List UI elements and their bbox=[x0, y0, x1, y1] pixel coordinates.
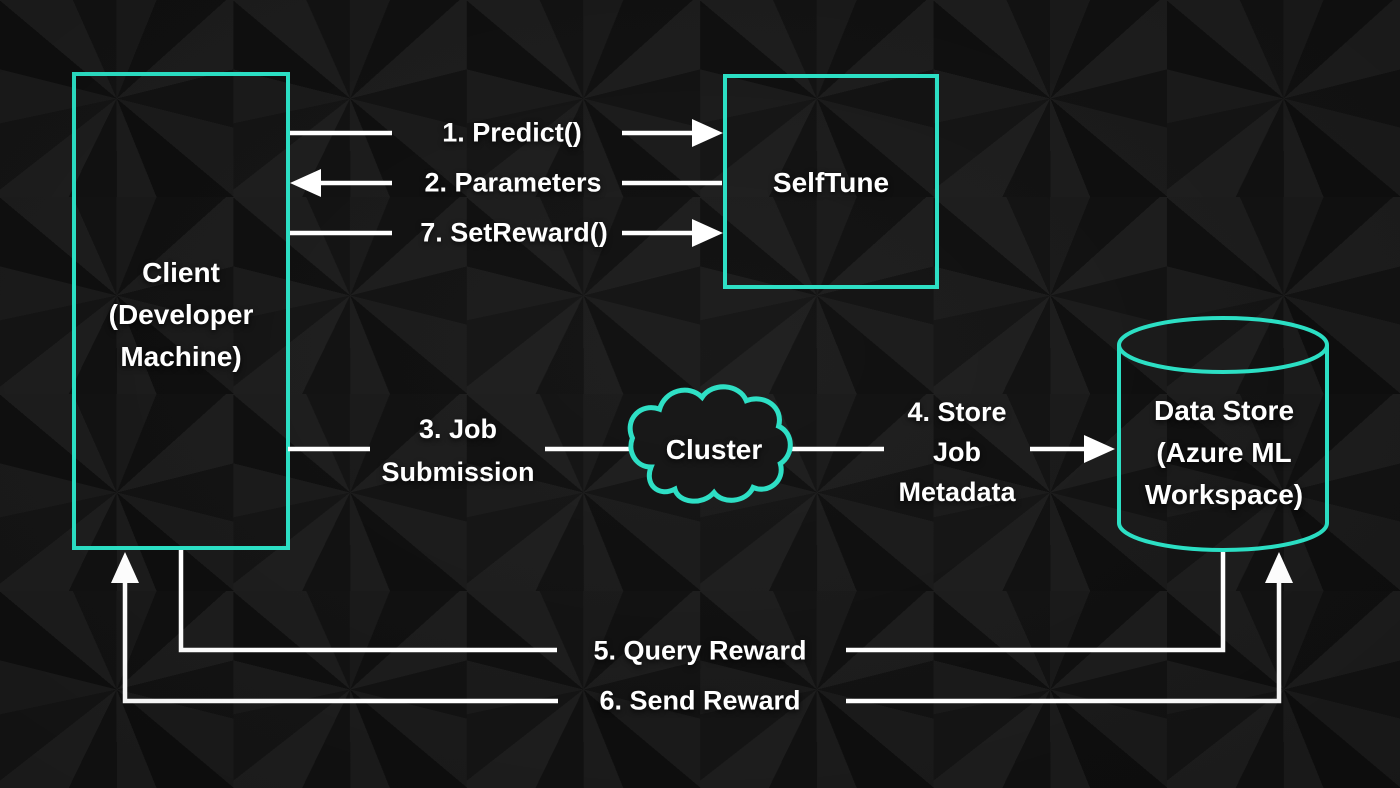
datastore-cylinder-body bbox=[1117, 345, 1329, 552]
arrow-predict bbox=[290, 119, 723, 147]
arrow-predict-head-icon bbox=[692, 119, 723, 147]
store-metadata-line-3: Metadata bbox=[898, 477, 1016, 507]
client-label-line-2: (Developer bbox=[108, 299, 254, 330]
arrow-send-reward bbox=[111, 552, 1293, 704]
cluster-cloud bbox=[627, 384, 793, 504]
selftune-box bbox=[723, 74, 939, 289]
selftune-box-label: SelfTune bbox=[772, 167, 890, 198]
datastore-label-line-1: Data Store bbox=[1153, 395, 1295, 426]
arrow-send-line-right bbox=[846, 581, 1282, 704]
edge-label-predict: 1. Predict() bbox=[442, 117, 582, 148]
job-submission-line-2: Submission bbox=[381, 457, 535, 487]
arrow-setreward-head-icon bbox=[692, 219, 723, 247]
arrow-parameters-head-icon bbox=[290, 169, 321, 197]
edge-label-parameters: 2. Parameters bbox=[424, 167, 602, 198]
arrow-query-line-left bbox=[178, 550, 557, 653]
arrow-setreward bbox=[290, 219, 723, 247]
edge-label-store-job-metadata: 4. Store Job Metadata bbox=[898, 392, 1015, 512]
store-metadata-line-2: Job bbox=[932, 437, 981, 467]
datastore-label: Data Store (Azure ML Workspace) bbox=[1145, 390, 1303, 516]
edge-label-setreward: 7. SetReward() bbox=[420, 217, 608, 248]
edge-label-query-reward: 5. Query Reward bbox=[593, 635, 807, 666]
arrow-query-line-right bbox=[846, 552, 1226, 653]
datastore-cylinder-top bbox=[1117, 316, 1329, 374]
client-box-label: Client (Developer Machine) bbox=[109, 252, 254, 378]
datastore-label-line-2: (Azure ML bbox=[1156, 437, 1292, 468]
datastore-label-line-3: Workspace) bbox=[1144, 479, 1304, 510]
edge-label-send-reward: 6. Send Reward bbox=[599, 685, 801, 716]
datastore-cylinder bbox=[1117, 316, 1329, 552]
arrow-send-head-datastore-icon bbox=[1265, 552, 1293, 583]
store-metadata-line-1: 4. Store bbox=[907, 397, 1007, 427]
arrow-parameters bbox=[290, 169, 722, 197]
job-submission-line-1: 3. Job bbox=[418, 414, 498, 444]
client-label-line-1: Client bbox=[142, 257, 220, 288]
arrow-send-line-left bbox=[122, 581, 558, 704]
arrow-job-submission bbox=[288, 435, 1115, 463]
arrow-query-reward bbox=[178, 550, 1226, 653]
arrow-send-head-client-icon bbox=[111, 552, 139, 583]
client-box bbox=[72, 72, 290, 550]
client-label-line-3: Machine) bbox=[120, 341, 242, 372]
edge-label-job-submission: 3. Job Submission bbox=[381, 408, 534, 494]
cluster-cloud-label: Cluster bbox=[665, 434, 763, 465]
arrow-store-head-icon bbox=[1084, 435, 1115, 463]
